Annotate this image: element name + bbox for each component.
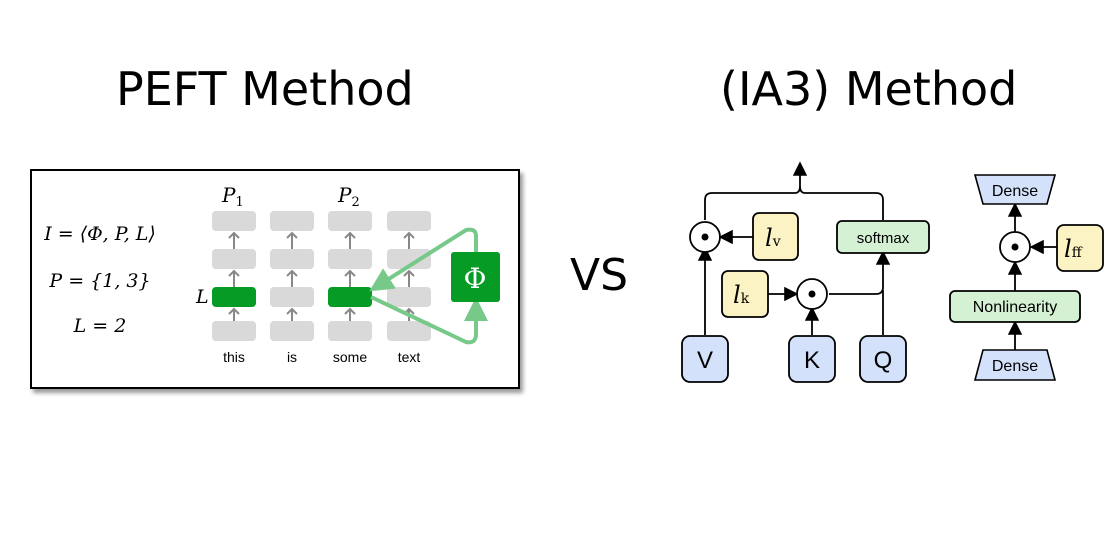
lk-box: [721, 270, 769, 318]
token-label: this: [223, 349, 245, 365]
layer-cell: [270, 211, 314, 231]
v-label: V: [697, 347, 713, 374]
dense-top-label: Dense: [992, 183, 1038, 200]
phi-symbol: Φ: [464, 262, 487, 295]
peft-panel: I = ⟨Φ, P, L⟩ P = {1, 3} L = 2 L this is s…: [30, 169, 520, 389]
layer-cell: [270, 321, 314, 341]
layer-cell: [270, 249, 314, 269]
token-label: is: [287, 349, 297, 365]
layer-cell: [212, 321, 256, 341]
prefix-cell: [328, 287, 372, 307]
lv-label: lv: [765, 224, 781, 252]
prefix-label-2: P2: [337, 183, 360, 210]
phi-to-prefix-arrow: [369, 227, 478, 292]
layer-cell: [328, 249, 372, 269]
layer-cell: [387, 211, 431, 231]
peft-frame: [30, 169, 520, 389]
softmax-box: [836, 220, 930, 254]
q-label: Q: [874, 347, 893, 374]
lv-box: [752, 212, 799, 261]
ia3-title: (IA3) Method: [720, 62, 1018, 116]
lk-label: lk: [733, 281, 750, 309]
layer-label: L: [195, 286, 209, 308]
lff-label: lff: [1064, 235, 1083, 263]
layer-cell: [387, 287, 431, 307]
v-box: [681, 335, 729, 383]
dense-top-box: [973, 174, 1057, 205]
k-label: K: [804, 347, 820, 374]
softmax-label: softmax: [857, 230, 910, 247]
phi-box: [451, 252, 500, 302]
layer-cell: [387, 321, 431, 341]
eq-p: P = {1, 3}: [48, 270, 150, 292]
k-box: [788, 335, 836, 383]
layer-cell: [212, 249, 256, 269]
peft-title: PEFT Method: [116, 62, 414, 116]
layer-cell: [387, 249, 431, 269]
vs-label: VS: [570, 250, 629, 301]
prefix-label-1: P1: [221, 183, 244, 210]
lff-box: [1056, 224, 1104, 272]
token-label: text: [398, 349, 421, 365]
ia3-boxes: V K Q softmax lv lk: [681, 212, 930, 383]
eq-i: I = ⟨Φ, P, L⟩: [43, 223, 156, 245]
layer-cell: [328, 321, 372, 341]
prefix-to-phi-arrow: [370, 295, 488, 345]
layer-cell: [212, 211, 256, 231]
dense-bottom-box: [973, 349, 1057, 381]
nonlinearity-box: [949, 290, 1081, 323]
ia3-feedforward: [999, 202, 1057, 350]
layer-cell: [328, 211, 372, 231]
nonlinearity-label: Nonlinearity: [973, 299, 1057, 316]
q-box: [859, 335, 907, 383]
dense-bottom-label: Dense: [992, 358, 1038, 375]
eq-l: L = 2: [73, 315, 127, 337]
token-label: some: [333, 349, 367, 365]
layer-cell: [270, 287, 314, 307]
prefix-cell: [212, 287, 256, 307]
